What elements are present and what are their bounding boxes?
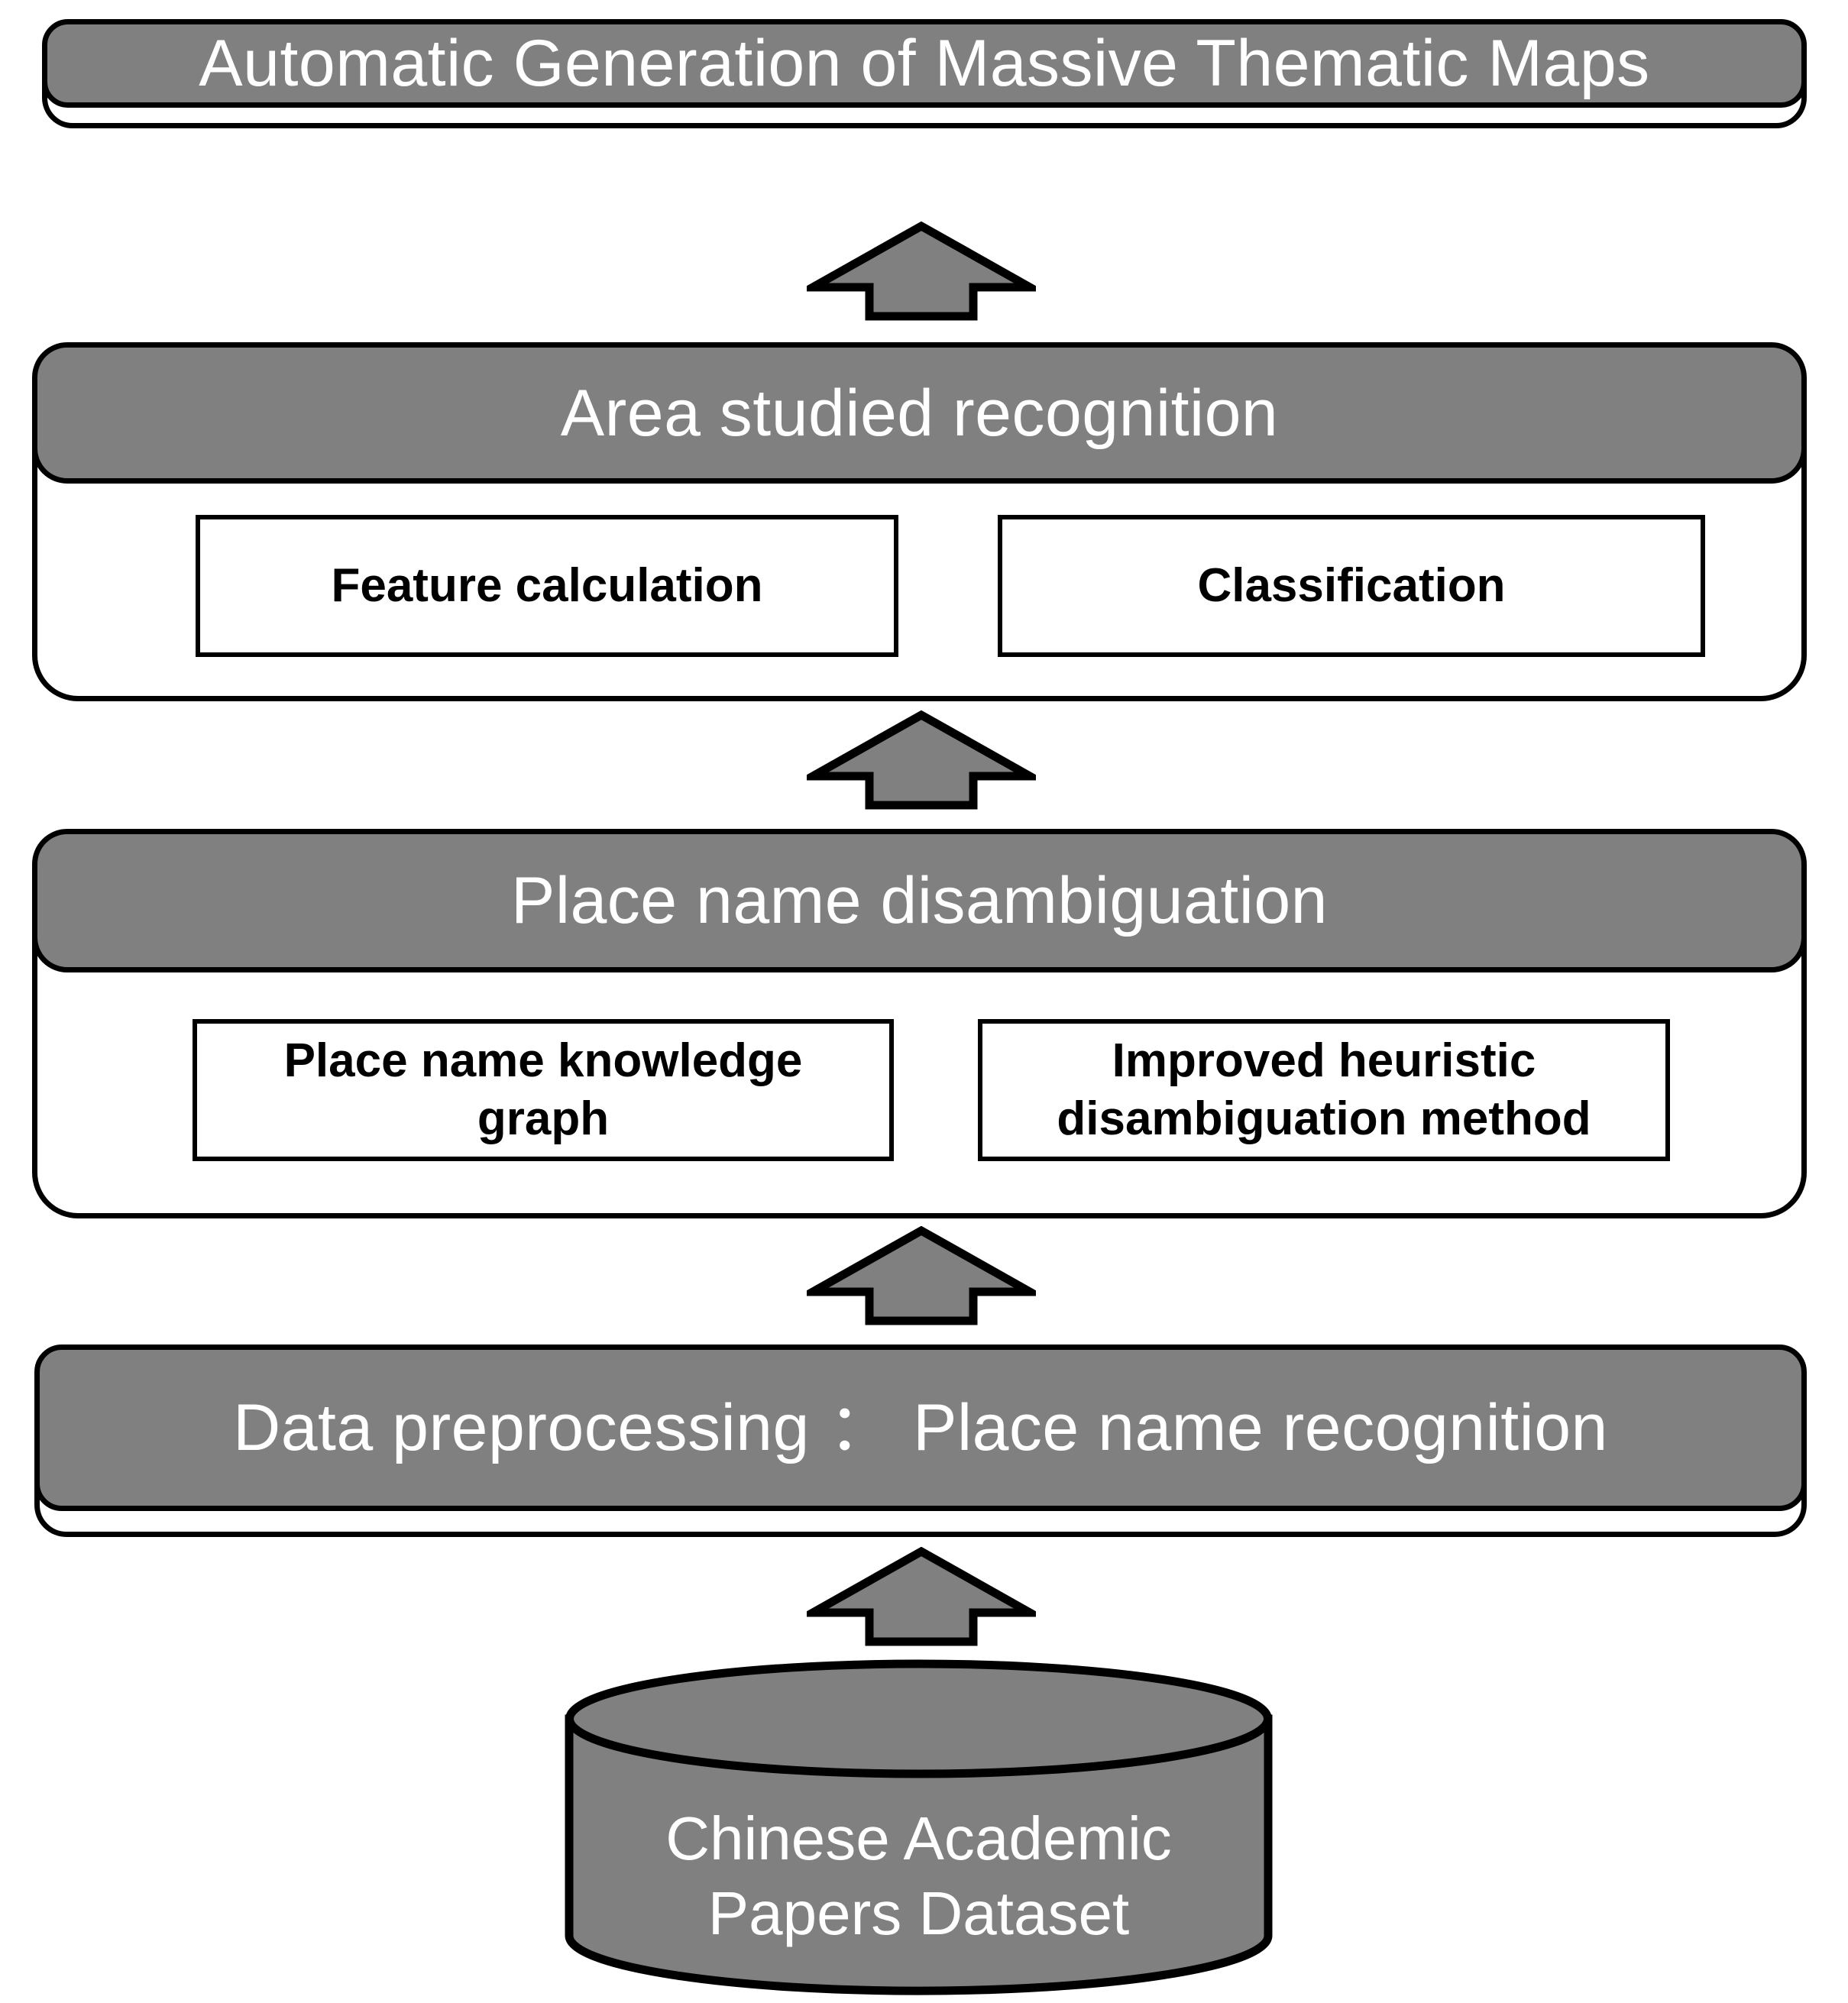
box-place-name-knowledge-graph[interactable]: Place name knowledge graph <box>193 1019 894 1161</box>
box-improved-heuristic-disambiguation-method-label: Improved heuristic disambiguation method <box>1057 1034 1591 1145</box>
box-feature-calculation[interactable]: Feature calculation <box>196 515 898 657</box>
box-classification[interactable]: Classification <box>998 515 1705 657</box>
box-feature-calculation-label: Feature calculation <box>331 559 763 613</box>
stage-area-studied-title: Area studied recognition <box>560 376 1279 450</box>
arrow-disambiguation-to-area-studied <box>807 710 1036 810</box>
arrow-preprocessing-to-disambiguation <box>807 1226 1036 1325</box>
arrow-dataset-to-preprocessing <box>807 1547 1036 1646</box>
box-place-name-knowledge-graph-label: Place name knowledge graph <box>283 1034 803 1145</box>
stage-output-header[interactable]: Automatic Generation of Massive Thematic… <box>42 19 1807 108</box>
box-improved-heuristic-disambiguation-method[interactable]: Improved heuristic disambiguation method <box>978 1019 1670 1161</box>
stage-area-studied-header[interactable]: Area studied recognition <box>32 342 1807 484</box>
stage-preprocessing-header[interactable]: Data preprocessing ： Place name recognit… <box>34 1345 1807 1511</box>
arrow-area-studied-to-output <box>807 222 1036 321</box>
stage-disambiguation-title: Place name disambiguation <box>510 864 1329 937</box>
stage-disambiguation-header[interactable]: Place name disambiguation <box>32 829 1807 972</box>
box-classification-label: Classification <box>1197 559 1506 613</box>
stage-preprocessing-title: Data preprocessing ： Place name recognit… <box>233 1391 1608 1464</box>
stage-output-title: Automatic Generation of Massive Thematic… <box>199 27 1650 100</box>
dataset-cylinder[interactable]: Chinese Academic Papers Dataset <box>562 1659 1276 1995</box>
